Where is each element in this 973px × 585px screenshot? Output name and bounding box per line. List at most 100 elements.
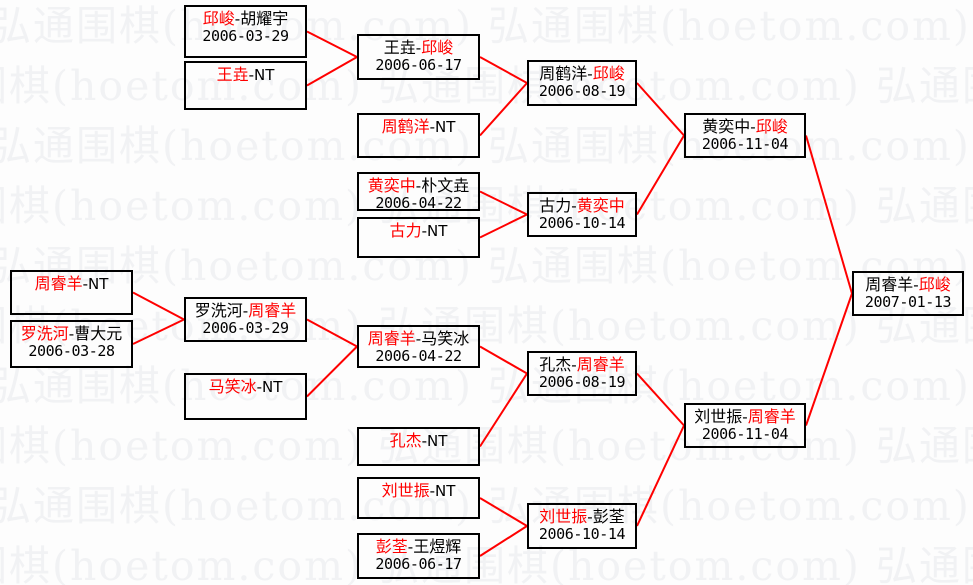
loser-name: NT xyxy=(254,66,275,84)
match-node[interactable]: 孔杰-NT xyxy=(357,427,480,466)
match-label: 罗洗河-曹大元 xyxy=(21,325,122,342)
loser-name: 王垚 xyxy=(383,38,416,57)
match-date: 2006-10-14 xyxy=(538,525,626,544)
match-date: 2006-03-29 xyxy=(202,27,289,46)
winner-name: 周睿羊 xyxy=(576,355,625,374)
match-node[interactable]: 周鹤洋-NT xyxy=(357,113,480,158)
name-separator: - xyxy=(248,65,255,84)
name-separator: - xyxy=(913,275,919,294)
winner-name: 彭荃 xyxy=(375,537,408,556)
match-label: 黄奕中-朴文垚 xyxy=(368,177,469,194)
match-date: 2006-04-22 xyxy=(375,194,462,213)
match-label: 邱峻-胡耀宇 xyxy=(203,10,288,27)
loser-name: 胡耀宇 xyxy=(240,9,289,28)
name-separator: - xyxy=(742,407,748,426)
match-label: 刘世振-周睿羊 xyxy=(694,408,795,425)
match-label: 彭荃-王煜辉 xyxy=(376,538,461,555)
loser-name: 孔杰 xyxy=(539,355,572,374)
loser-name: 王煜辉 xyxy=(413,537,462,556)
name-separator: - xyxy=(415,329,422,348)
match-label: 王垚-邱峻 xyxy=(384,39,453,56)
match-label: 罗洗河-周睿羊 xyxy=(195,302,296,319)
name-separator: - xyxy=(415,38,422,57)
match-date: 2006-08-19 xyxy=(538,82,626,101)
winner-name: 刘世振 xyxy=(381,481,430,500)
loser-name: 黄奕中 xyxy=(702,117,751,136)
winner-name: 邱峻 xyxy=(202,9,235,28)
winner-name: 黄奕中 xyxy=(367,176,416,195)
winner-name: 邱峻 xyxy=(755,117,788,136)
winner-name: 邱峻 xyxy=(918,275,951,294)
name-separator: - xyxy=(571,196,577,215)
match-label: 古力-NT xyxy=(390,222,448,239)
match-date: 2006-10-14 xyxy=(538,214,626,233)
loser-name: NT xyxy=(435,482,456,500)
match-node[interactable]: 古力-NT xyxy=(357,217,480,258)
winner-name: 古力 xyxy=(389,221,422,240)
match-label: 王垚-NT xyxy=(217,66,275,83)
winner-name: 周睿羊 xyxy=(248,301,297,320)
winner-name: 周鹤洋 xyxy=(381,117,430,136)
match-label: 周睿羊-马笑冰 xyxy=(368,330,469,347)
loser-name: 彭荃 xyxy=(592,507,625,526)
loser-name: 周鹤洋 xyxy=(539,64,588,83)
match-date: 2006-08-19 xyxy=(538,373,626,392)
match-label: 刘世振-NT xyxy=(382,482,456,499)
match-date: 2006-06-17 xyxy=(375,56,462,75)
match-date: 2007-01-13 xyxy=(864,293,952,312)
winner-name: 马笑冰 xyxy=(208,377,257,396)
match-node[interactable]: 周睿羊-NT xyxy=(10,270,133,315)
match-node[interactable]: 马笑冰-NT xyxy=(184,373,307,420)
winner-name: 孔杰 xyxy=(389,431,422,450)
loser-name: NT xyxy=(88,275,109,293)
name-separator: - xyxy=(82,274,89,293)
winner-name: 罗洗河 xyxy=(20,324,69,343)
winner-name: 周睿羊 xyxy=(367,329,416,348)
winner-name: 黄奕中 xyxy=(576,196,625,215)
name-separator: - xyxy=(571,355,577,374)
match-node[interactable]: 刘世振-NT xyxy=(357,477,480,519)
match-label: 古力-黄奕中 xyxy=(539,197,624,214)
loser-name: 罗洗河 xyxy=(194,301,243,320)
name-separator: - xyxy=(587,64,593,83)
match-label: 周睿羊-NT xyxy=(35,275,109,292)
loser-name: 周睿羊 xyxy=(865,275,914,294)
name-separator: - xyxy=(256,377,263,396)
loser-name: 曹大元 xyxy=(74,324,123,343)
loser-name: 古力 xyxy=(539,196,572,215)
name-separator: - xyxy=(68,324,75,343)
winner-name: 邱峻 xyxy=(421,38,454,57)
loser-name: 朴文垚 xyxy=(421,176,470,195)
match-label: 黄奕中-邱峻 xyxy=(702,118,787,135)
name-separator: - xyxy=(407,537,414,556)
name-separator: - xyxy=(415,176,422,195)
match-label: 孔杰-周睿羊 xyxy=(539,356,624,373)
match-label: 马笑冰-NT xyxy=(209,378,283,395)
match-node[interactable]: 王垚-NT xyxy=(184,61,307,110)
match-label: 周鹤洋-NT xyxy=(382,118,456,135)
match-label: 周鹤洋-邱峻 xyxy=(539,65,624,82)
loser-name: NT xyxy=(262,378,283,396)
name-separator: - xyxy=(750,117,756,136)
loser-name: NT xyxy=(427,222,448,240)
match-label: 周睿羊-邱峻 xyxy=(865,276,950,293)
match-date: 2006-03-28 xyxy=(28,342,115,361)
name-separator: - xyxy=(429,481,436,500)
match-date: 2006-06-17 xyxy=(375,555,462,574)
name-separator: - xyxy=(421,221,428,240)
